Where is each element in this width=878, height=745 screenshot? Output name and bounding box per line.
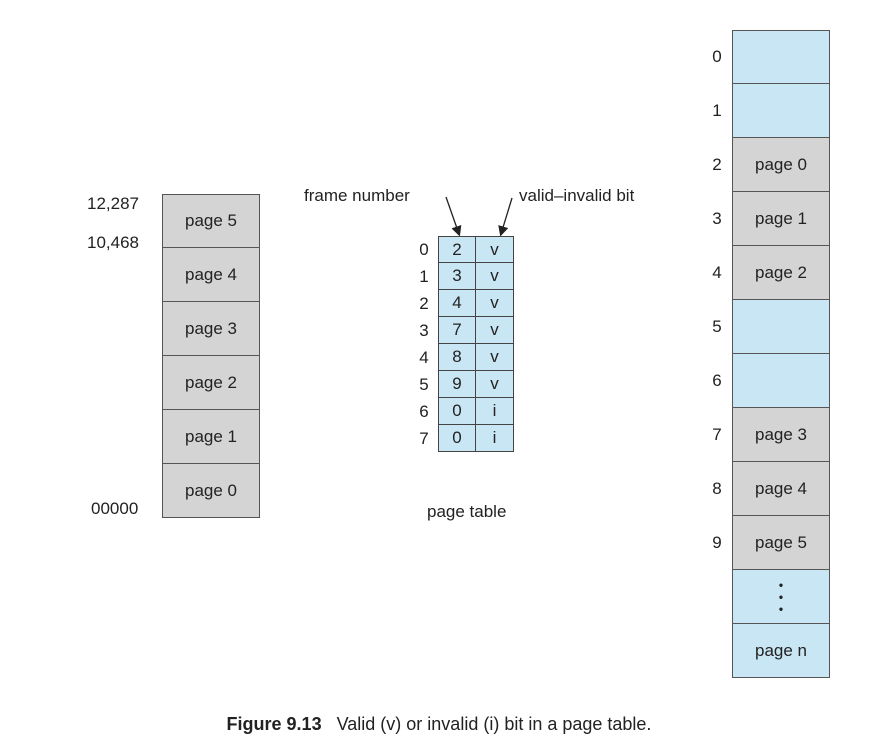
frame-index: 2 — [712, 155, 722, 174]
physical-frame-cell: page 3 — [732, 408, 830, 462]
page-table-index: 6 — [419, 402, 429, 421]
page-table-caption: page table — [427, 502, 507, 521]
valid-invalid-cell: v — [476, 371, 514, 398]
physical-frame-cell — [732, 300, 830, 354]
frame-index: 6 — [712, 371, 722, 390]
logical-page-cell: page 3 — [162, 302, 260, 356]
physical-frame-row: 0 — [712, 30, 830, 84]
page-table-index: 7 — [419, 429, 429, 448]
physical-frame-row: 4 page 2 — [712, 246, 830, 300]
physical-frame-row: 6 — [712, 354, 830, 408]
frame-number-label: frame number — [304, 186, 410, 205]
logical-page-cell: page 5 — [162, 194, 260, 248]
frame-number-cell: 0 — [438, 398, 476, 425]
physical-frame-row: 3 page 1 — [712, 192, 830, 246]
page-table-index: 0 — [419, 240, 429, 259]
page-table-index: 3 — [419, 321, 429, 340]
ellipsis-dot: • — [778, 601, 784, 616]
figure-caption-text: Valid (v) or invalid (i) bit in a page t… — [336, 714, 652, 734]
frame-index: 4 — [712, 263, 722, 282]
frame-index: 7 — [712, 425, 722, 444]
logical-page-cell: page 4 — [162, 248, 260, 302]
physical-frame-cell — [732, 84, 830, 138]
physical-frame-row: 1 — [712, 84, 830, 138]
page-table-index: 2 — [419, 294, 429, 313]
physical-frame-cell: page 5 — [732, 516, 830, 570]
frame-index: 9 — [712, 533, 722, 552]
physical-frame-cell: page 2 — [732, 246, 830, 300]
frame-index: 3 — [712, 209, 722, 228]
valid-invalid-cell: v — [476, 236, 514, 263]
valid-invalid-arrow — [498, 197, 513, 237]
physical-frame-row: ••• — [732, 570, 830, 624]
valid-invalid-cell: v — [476, 344, 514, 371]
physical-frame-cell: page 4 — [732, 462, 830, 516]
physical-frame-row: 5 — [712, 300, 830, 354]
valid-invalid-cell: v — [476, 317, 514, 344]
logical-address-mid-label: 10,468 — [87, 233, 139, 252]
frame-index — [708, 570, 726, 624]
frame-number-cell: 4 — [438, 290, 476, 317]
page-table-index: 1 — [419, 267, 429, 286]
physical-frame-row: page n — [732, 624, 830, 678]
logical-page-cell: page 1 — [162, 410, 260, 464]
frame-index: 5 — [712, 317, 722, 336]
frame-number-cell: 2 — [438, 236, 476, 263]
page-table-index: 4 — [419, 348, 429, 367]
ellipsis-dot: • — [778, 577, 784, 592]
frame-number-cell: 3 — [438, 263, 476, 290]
physical-frame-cell — [732, 354, 830, 408]
physical-frame-cell — [732, 30, 830, 84]
valid-invalid-cell: i — [476, 398, 514, 425]
logical-page-cell: page 2 — [162, 356, 260, 410]
frame-number-cell: 9 — [438, 371, 476, 398]
figure-caption: Figure 9.13 Valid (v) or invalid (i) bit… — [0, 714, 878, 735]
physical-frame-row: 2 page 0 — [712, 138, 830, 192]
valid-invalid-cell: v — [476, 290, 514, 317]
valid-invalid-cell: v — [476, 263, 514, 290]
physical-frame-cell: page 0 — [732, 138, 830, 192]
physical-frame-cell: page 1 — [732, 192, 830, 246]
valid-invalid-bit-label: valid–invalid bit — [519, 186, 635, 205]
frame-number-cell: 8 — [438, 344, 476, 371]
frame-index: 0 — [712, 47, 722, 66]
frame-index: 8 — [712, 479, 722, 498]
frame-number-arrow — [445, 196, 462, 237]
ellipsis-dot: • — [778, 589, 784, 604]
frame-number-cell: 0 — [438, 425, 476, 452]
logical-address-top-label: 12,287 — [87, 194, 139, 213]
frame-index: 1 — [712, 101, 722, 120]
page-table-index: 5 — [419, 375, 429, 394]
frame-ellipsis: ••• — [732, 570, 830, 624]
valid-invalid-cell: i — [476, 425, 514, 452]
physical-frame-row: 7 page 3 — [712, 408, 830, 462]
logical-page-cell: page 0 — [162, 464, 260, 518]
logical-address-bottom-label: 00000 — [91, 499, 139, 518]
figure-number: Figure 9.13 — [226, 714, 322, 734]
frame-index — [708, 624, 726, 678]
physical-frame-row: 9 page 5 — [712, 516, 830, 570]
physical-frame-row: 8 page 4 — [712, 462, 830, 516]
frame-number-cell: 7 — [438, 317, 476, 344]
physical-frame-cell: page n — [732, 624, 830, 678]
